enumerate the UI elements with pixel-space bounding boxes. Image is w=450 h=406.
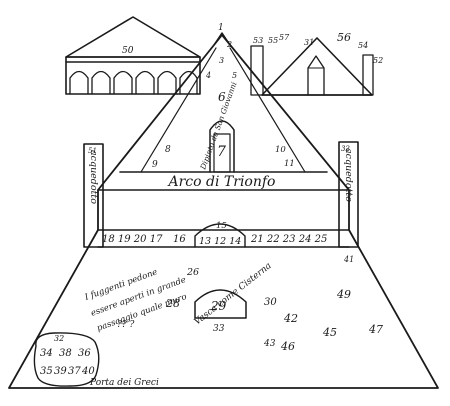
- label-numbers-n30: 30: [264, 297, 277, 308]
- label-numbers-n4: 4: [205, 71, 211, 80]
- label-numbers-n49: 49: [336, 288, 351, 301]
- arcade-building: [65, 16, 201, 95]
- label-numbers-n52: 52: [373, 56, 383, 65]
- label-numbers-n8: 8: [165, 145, 171, 155]
- left-tower: [83, 143, 104, 248]
- label-numbers-n1: 1: [218, 23, 224, 33]
- label-numbers-n29: 29: [210, 299, 227, 313]
- label-numbers-n37: 37: [68, 366, 81, 377]
- label-numbers-n32: 32: [341, 145, 350, 153]
- label-numbers-n53: 53: [253, 36, 263, 45]
- label-numbers-n32: 32: [54, 334, 64, 343]
- right-tower-label: acquedotto: [343, 148, 354, 202]
- label-numbers-n50: 50: [122, 46, 134, 56]
- label-numbers-n47: 47: [368, 323, 383, 336]
- label-numbers-n33: 33: [213, 324, 225, 334]
- label-numbers-n5: 5: [232, 71, 237, 80]
- label-numbers-n56: 56: [337, 31, 351, 44]
- label-numbers-row_right: 21 22 23 24 25: [250, 234, 327, 245]
- label-numbers-row_mid: 13 12 14: [199, 236, 241, 247]
- label-numbers-n9: 9: [152, 160, 158, 170]
- bottom-caption: Porta dei Greci: [89, 378, 159, 388]
- label-numbers-n51: 51: [88, 147, 97, 155]
- label-numbers-n35: 35: [40, 366, 53, 377]
- label-numbers-row_left: 18 19 20 17: [102, 234, 163, 245]
- label-numbers-n28: 28: [165, 297, 180, 310]
- label-numbers-n42: 42: [283, 312, 298, 325]
- chapel-building: [250, 37, 374, 96]
- label-numbers-n2: 2: [226, 40, 232, 49]
- main-pyramid: [8, 32, 439, 389]
- label-numbers-n41: 41: [343, 255, 354, 264]
- label-numbers-n15: 15: [216, 221, 227, 231]
- label-numbers-n34: 34: [40, 348, 53, 359]
- note-mark: ?? ?: [117, 320, 135, 330]
- label-numbers-n36: 36: [78, 348, 91, 359]
- label-numbers-n6: 6: [218, 90, 226, 104]
- numbers-circle: [33, 332, 100, 387]
- label-numbers-n43: 43: [263, 339, 276, 349]
- label-numbers-n46: 46: [280, 340, 295, 353]
- label-numbers-n31: 31: [304, 38, 314, 47]
- label-numbers-n7: 7: [217, 144, 226, 160]
- left-tower-label: acquedotto: [88, 150, 99, 204]
- label-numbers-n57: 57: [279, 33, 290, 42]
- label-numbers-n16: 16: [173, 234, 186, 245]
- label-numbers-n38: 38: [59, 348, 72, 359]
- label-numbers-n3: 3: [219, 56, 224, 65]
- label-numbers-n39: 39: [54, 366, 67, 377]
- label-numbers-n54: 54: [358, 41, 368, 50]
- right-tower: [338, 141, 359, 248]
- label-numbers-n10: 10: [275, 145, 286, 155]
- label-numbers-n45: 45: [322, 326, 337, 339]
- band-title: Arco di Trionfo: [167, 174, 276, 190]
- label-numbers-n40: 40: [81, 366, 95, 377]
- label-numbers-n55: 55: [268, 36, 278, 45]
- label-numbers-n26: 26: [186, 267, 199, 278]
- label-numbers-n11: 11: [284, 159, 295, 169]
